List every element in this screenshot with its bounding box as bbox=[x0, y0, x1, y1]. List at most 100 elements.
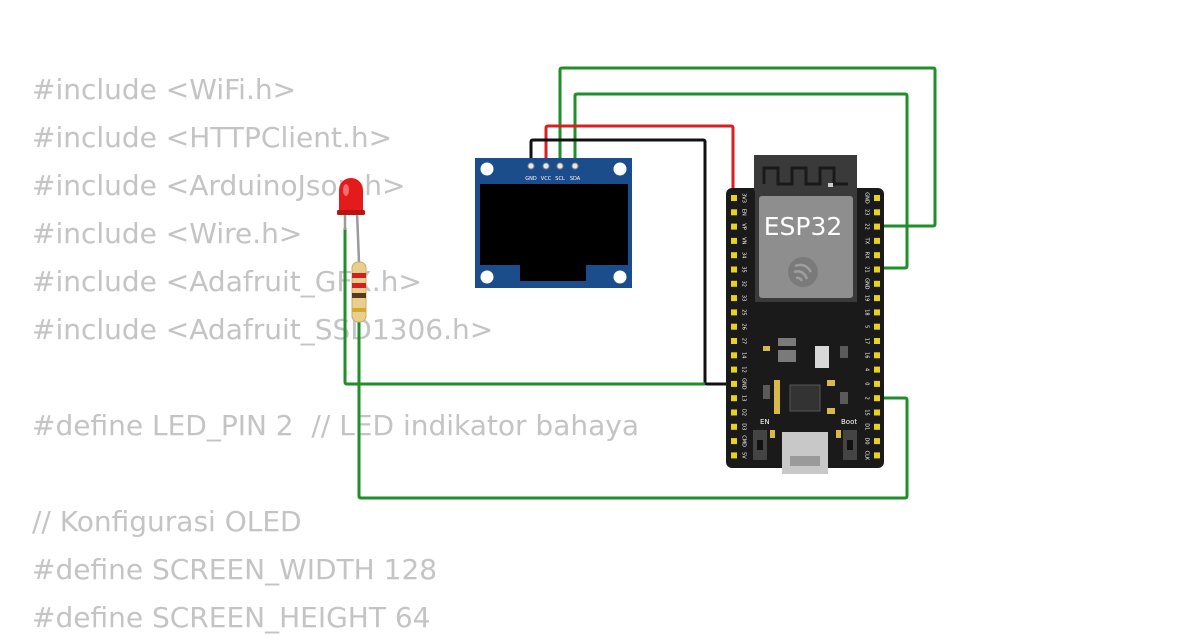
oled-pin-gnd[interactable] bbox=[527, 162, 535, 170]
esp32-pin-label: 3V3 bbox=[741, 193, 747, 203]
esp32-pin-label: 34 bbox=[741, 252, 747, 258]
oled-pin-scl[interactable] bbox=[556, 162, 564, 170]
code-line: #define LED_PIN 2 // LED indikator bahay… bbox=[32, 409, 639, 442]
usb-uart-chip bbox=[789, 384, 821, 412]
esp32-pin-right-0[interactable] bbox=[874, 380, 880, 387]
resistor-band bbox=[352, 273, 366, 278]
esp32-pin-label: TX bbox=[864, 237, 870, 245]
oled-pin-label: VCC bbox=[541, 176, 552, 182]
esp32-pin-label: VP bbox=[741, 223, 747, 229]
oled-pin-sda[interactable] bbox=[571, 162, 579, 170]
esp32-pin-right-d1[interactable] bbox=[874, 423, 880, 430]
esp32-pin-right-4[interactable] bbox=[874, 366, 880, 373]
wire-scl[interactable] bbox=[558, 66, 937, 228]
esp32-pin-right-d0[interactable] bbox=[874, 438, 880, 445]
esp32-pin-label: 18 bbox=[864, 309, 870, 315]
esp32-pin-label: D0 bbox=[864, 438, 870, 445]
esp32-pin-left-d2[interactable] bbox=[731, 409, 737, 416]
micro-usb-port[interactable] bbox=[782, 432, 828, 474]
code-line: #include <HTTPClient.h> bbox=[32, 121, 393, 154]
esp32-pin-right-19[interactable] bbox=[874, 295, 880, 302]
resistor-band bbox=[352, 308, 366, 312]
esp32-pin-left-3v3[interactable] bbox=[731, 195, 737, 201]
code-line: #include <Adafruit_SSD1306.h> bbox=[32, 313, 494, 346]
oled-pin-vcc[interactable] bbox=[542, 162, 550, 170]
wire-led-gpio2[interactable] bbox=[357, 320, 909, 500]
esp32-pin-right-5[interactable] bbox=[874, 323, 880, 330]
esp32-pin-right-15[interactable] bbox=[874, 409, 880, 416]
antenna-dot bbox=[828, 183, 833, 187]
wire-vcc[interactable] bbox=[544, 124, 742, 200]
esp32-pin-left-en[interactable] bbox=[731, 209, 737, 216]
led-highlight bbox=[343, 184, 349, 196]
code-line: #define SCREEN_WIDTH 128 bbox=[32, 553, 438, 586]
esp32-pin-right-2[interactable] bbox=[874, 395, 880, 402]
esp32-pin-left-26[interactable] bbox=[731, 323, 737, 330]
esp32-pin-label: 33 bbox=[741, 295, 747, 301]
esp32-pin-left-35[interactable] bbox=[731, 266, 737, 273]
esp32-pin-label: EN bbox=[741, 209, 747, 216]
esp32-pin-left-32[interactable] bbox=[731, 280, 737, 287]
esp32-pin-left-vp[interactable] bbox=[731, 223, 737, 230]
esp32-board[interactable]: ESP32 3V3ENVPVN343532332526271412GND13D2… bbox=[726, 155, 884, 474]
esp32-pin-right-gnd[interactable] bbox=[874, 195, 880, 201]
code-line: // Konfigurasi OLED bbox=[32, 505, 302, 538]
esp32-pin-label: 19 bbox=[864, 295, 870, 301]
esp32-pin-label: 2 bbox=[864, 397, 870, 400]
esp32-pin-label: 23 bbox=[864, 209, 870, 215]
esp32-pin-right-21[interactable] bbox=[874, 266, 880, 273]
esp32-pin-left-d3[interactable] bbox=[731, 423, 737, 430]
esp32-pin-right-17[interactable] bbox=[874, 338, 880, 344]
esp32-pin-left-gnd[interactable] bbox=[731, 380, 737, 387]
wire-led-gnd[interactable] bbox=[343, 228, 705, 386]
esp32-pin-right-18[interactable] bbox=[874, 309, 880, 316]
esp32-pin-right-23[interactable] bbox=[874, 209, 880, 216]
esp32-pin-left-25[interactable] bbox=[731, 309, 737, 316]
micro-usb-opening bbox=[790, 456, 820, 466]
esp32-pin-left-12[interactable] bbox=[731, 366, 737, 373]
esp32-pin-label: GND bbox=[864, 278, 870, 290]
esp32-pin-label: 25 bbox=[741, 309, 747, 315]
esp32-pin-label: VN bbox=[741, 237, 747, 244]
mount-hole bbox=[480, 162, 494, 176]
antenna-trace bbox=[762, 166, 848, 186]
esp32-pin-label: D2 bbox=[741, 409, 747, 416]
esp32-pin-label: GND bbox=[741, 378, 747, 390]
code-line: #include <ArduinoJson.h> bbox=[32, 169, 406, 202]
led-body bbox=[339, 178, 363, 214]
esp32-pin-left-13[interactable] bbox=[731, 395, 737, 402]
esp32-pin-left-cmd[interactable] bbox=[731, 438, 737, 445]
esp32-pin-left-vn[interactable] bbox=[731, 237, 737, 244]
esp32-pin-label: 5 bbox=[864, 325, 870, 328]
esp32-pin-right-tx[interactable] bbox=[874, 237, 880, 244]
smd-part bbox=[770, 430, 775, 438]
esp32-pin-right-16[interactable] bbox=[874, 352, 880, 359]
esp32-pin-label: 17 bbox=[864, 338, 870, 344]
esp32-pin-label: 4 bbox=[864, 368, 870, 371]
esp32-pin-left-33[interactable] bbox=[731, 295, 737, 302]
esp32-pin-label: GND bbox=[864, 192, 870, 204]
led-leg bbox=[355, 211, 361, 263]
esp32-pin-label: 16 bbox=[864, 352, 870, 358]
wire-gnd-oled[interactable] bbox=[529, 138, 742, 386]
esp32-pin-right-clk[interactable] bbox=[874, 452, 880, 459]
esp32-pin-right-rx[interactable] bbox=[874, 252, 880, 259]
esp32-pin-right-gnd[interactable] bbox=[874, 280, 880, 287]
wire-sda[interactable] bbox=[573, 92, 909, 270]
oled-pin-label: GND bbox=[525, 176, 537, 182]
esp32-pin-label: 13 bbox=[741, 395, 747, 401]
oled-pin-label: SDA bbox=[570, 176, 581, 182]
esp32-pin-left-14[interactable] bbox=[731, 352, 737, 359]
esp32-pin-left-27[interactable] bbox=[731, 338, 737, 344]
resistor-band bbox=[352, 293, 366, 298]
esp32-pin-right-22[interactable] bbox=[874, 223, 880, 230]
esp32-pin-left-34[interactable] bbox=[731, 252, 737, 259]
esp32-pin-label: 15 bbox=[864, 409, 870, 415]
resistor[interactable] bbox=[351, 261, 367, 323]
smd-part bbox=[827, 380, 835, 386]
esp32-pin-left-5v[interactable] bbox=[731, 452, 737, 459]
red-led[interactable] bbox=[337, 178, 365, 263]
